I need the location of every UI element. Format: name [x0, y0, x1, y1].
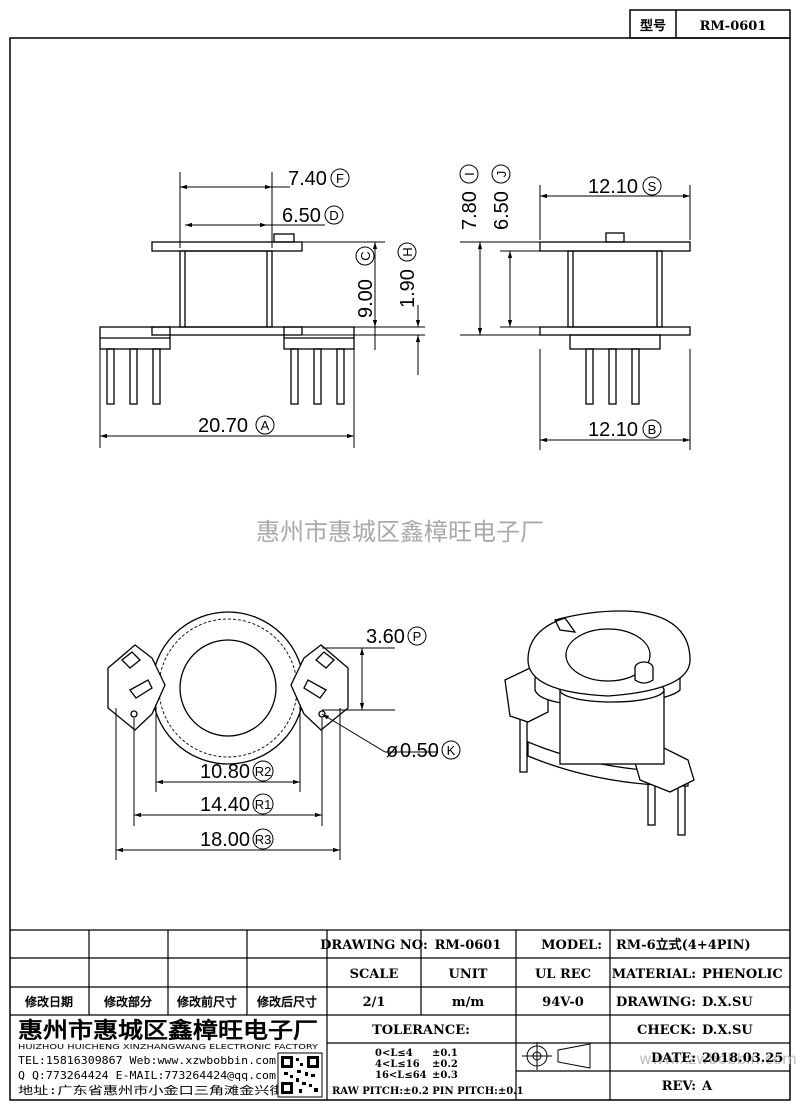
title-block [10, 929, 790, 1100]
company-tel: TEL:15816309867 Web:www.xzwbobbin.com [18, 1054, 276, 1067]
svg-text:0.50: 0.50 [400, 740, 439, 762]
svg-text:6.50: 6.50 [282, 205, 321, 227]
dim-D: 6.50 D [282, 205, 344, 227]
svg-text:±0.3: ±0.3 [432, 1070, 458, 1081]
check-label: CHECK: [637, 1023, 696, 1038]
svg-text:R3: R3 [255, 832, 272, 847]
svg-text:S: S [648, 179, 657, 194]
svg-text:6.50: 6.50 [491, 191, 513, 230]
model-label: MODEL: [541, 938, 602, 953]
svg-text:B: B [648, 422, 657, 437]
top-view [107, 611, 349, 765]
rev-header-after: 修改后尺寸 [256, 994, 317, 1009]
sheet-border [9, 37, 791, 1101]
dim-A: 20.70 A [198, 415, 275, 437]
unit-label: UNIT [449, 967, 488, 982]
svg-text:H: H [400, 247, 415, 256]
part-number: RM-0601 [700, 19, 767, 34]
dim-R2: 10.80 R2 [200, 760, 274, 783]
svg-text:7.80: 7.80 [459, 191, 481, 230]
svg-text:3.60: 3.60 [366, 626, 405, 648]
svg-text:C: C [358, 251, 373, 260]
model-value: RM-6立式(4+4PIN) [616, 937, 751, 953]
svg-text:18.00: 18.00 [200, 829, 250, 851]
svg-text:±0.1: ±0.1 [432, 1048, 458, 1059]
side-view-dimensions [460, 185, 691, 450]
svg-text:RAW PITCH:±0.2 PIN PITCH:±0.1: RAW PITCH:±0.2 PIN PITCH:±0.1 [332, 1086, 524, 1097]
projection-symbol-icon [522, 1042, 591, 1070]
svg-text:9.00: 9.00 [355, 279, 377, 318]
check-value: D.X.SU [702, 1023, 753, 1038]
svg-text:J: J [494, 171, 509, 178]
dim-R1: 14.40 R1 [200, 793, 274, 816]
isometric-view [504, 610, 695, 836]
svg-text:A: A [261, 418, 270, 433]
company-address: 地址:广东省惠州市小金口三角滩金兴街47号 [18, 1083, 318, 1097]
svg-text:R2: R2 [255, 764, 272, 779]
svg-text:±0.2: ±0.2 [432, 1059, 458, 1070]
dim-H: 1.90 H [397, 242, 419, 308]
dim-C: 9.00 C [355, 246, 377, 318]
dim-I: 7.80 I [459, 164, 481, 230]
dim-S: 12.10 S [588, 176, 662, 198]
svg-text:12.10: 12.10 [588, 176, 638, 198]
svg-text:P: P [413, 629, 422, 644]
svg-text:14.40: 14.40 [200, 794, 250, 816]
company-block: 惠州市惠城区鑫樟旺电子厂 HUIZHOU HUICHENG XINZHANGWA… [18, 1018, 319, 1097]
svg-text:R1: R1 [255, 797, 272, 812]
drawing-no-value: RM-0601 [435, 938, 502, 953]
tolerance-table: 0<L≤4 ±0.1 4<L≤16 ±0.2 16<L≤64 ±0.3 RAW … [332, 1048, 524, 1097]
dim-B: 12.10 B [588, 419, 662, 441]
dim-J: 6.50 J [491, 164, 513, 230]
side-view [539, 232, 691, 405]
dim-R3: 18.00 R3 [200, 828, 274, 851]
drawing-no-label: DRAWING NO: [320, 938, 428, 953]
dim-P: 3.60 P [366, 626, 427, 648]
svg-text:1.90: 1.90 [397, 269, 419, 308]
drawing-value: D.X.SU [702, 995, 753, 1010]
company-qq: Q Q:773264424 E-MAIL:773264424@qq.com [18, 1069, 276, 1082]
rev-label: REV: [662, 1079, 696, 1094]
rev-value: A [701, 1079, 713, 1094]
svg-text:12.10: 12.10 [588, 419, 638, 441]
svg-text:K: K [447, 743, 456, 758]
type-header: 型号 RM-0601 [629, 9, 791, 39]
qr-code-icon [277, 1052, 323, 1098]
svg-text:ø: ø [386, 740, 398, 762]
ul-rec-label: UL REC [535, 967, 591, 982]
svg-text:7.40: 7.40 [288, 168, 327, 190]
svg-text:4<L≤16: 4<L≤16 [375, 1059, 420, 1070]
svg-text:D: D [329, 208, 338, 223]
company-name-en: HUIZHOU HUICHENG XINZHANGWANG ELECTRONIC… [18, 1043, 319, 1051]
ul-rec-value: 94V-0 [542, 995, 584, 1010]
svg-text:I: I [462, 172, 477, 176]
svg-text:10.80: 10.80 [200, 761, 250, 783]
unit-value: m/m [452, 995, 485, 1010]
front-view [99, 233, 355, 405]
date-label: DATE: [651, 1051, 696, 1066]
type-label: 型号 [640, 18, 666, 34]
svg-text:F: F [336, 171, 344, 186]
url-watermark: www.xzwbobbin.com [639, 1050, 796, 1068]
tolerance-label: TOLERANCE: [372, 1023, 470, 1038]
date-value: 2018.03.25 [702, 1051, 783, 1066]
material-value: PHENOLIC [702, 967, 783, 982]
top-view-dimensions [115, 647, 438, 860]
svg-text:16<L≤64: 16<L≤64 [375, 1070, 427, 1081]
material-label: MATERIAL: [612, 967, 696, 982]
dim-K: ø 0.50 K [386, 740, 461, 762]
company-name-cn: 惠州市惠城区鑫樟旺电子厂 [18, 1018, 318, 1044]
front-view-dimensions [99, 172, 425, 448]
svg-text:20.70: 20.70 [198, 415, 248, 437]
rev-header-date: 修改日期 [24, 994, 73, 1009]
scale-label: SCALE [350, 967, 399, 982]
dim-F: 7.40 F [288, 168, 350, 190]
rev-header-part: 修改部分 [103, 994, 152, 1009]
rev-header-before: 修改前尺寸 [176, 994, 237, 1009]
scale-value: 2/1 [363, 995, 386, 1010]
watermark: 惠州市惠城区鑫樟旺电子厂 [256, 518, 544, 546]
svg-text:0<L≤4: 0<L≤4 [375, 1048, 413, 1059]
drawing-label: DRAWING: [616, 995, 696, 1010]
